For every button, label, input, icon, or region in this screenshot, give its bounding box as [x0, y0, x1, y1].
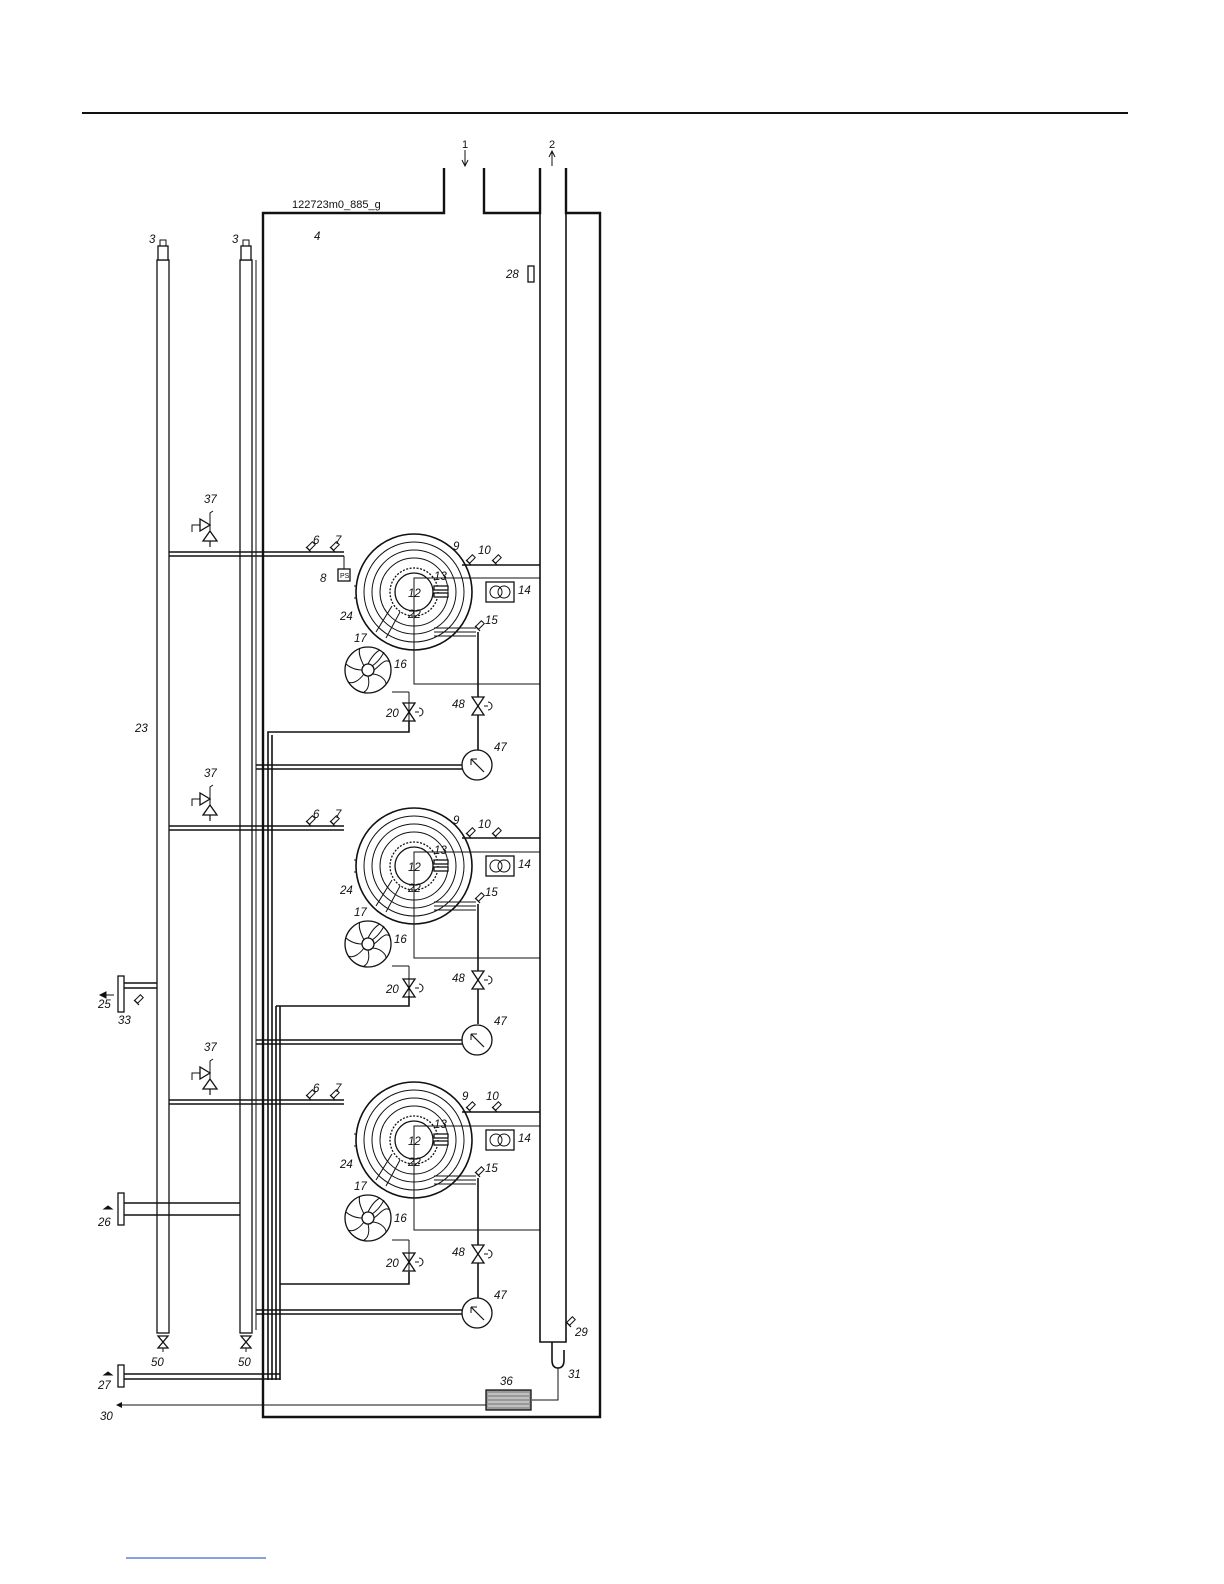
label-20: 20: [385, 708, 399, 720]
label-6: 6: [313, 1083, 320, 1095]
label-22: 22: [407, 609, 421, 621]
sensor-28: [528, 266, 534, 282]
label-7: 7: [335, 1083, 342, 1095]
label-14: 14: [518, 1133, 531, 1145]
return-pipe: [240, 260, 252, 1333]
label-7: 7: [335, 809, 342, 821]
label-47: 47: [494, 1290, 507, 1302]
label-9: 9: [453, 541, 460, 553]
label-14: 14: [518, 859, 531, 871]
label-17: 17: [354, 1181, 367, 1193]
label-28: 28: [505, 269, 519, 281]
label-12: 12: [408, 862, 421, 874]
label-7: 7: [335, 535, 342, 547]
label-air-vent: 3: [232, 234, 239, 246]
label-inlet: 1: [462, 139, 468, 151]
drawing-code: 122723m0_885_g: [292, 199, 381, 211]
label-outlet: 2: [549, 139, 555, 151]
label-37: 37: [204, 1042, 217, 1054]
label-37: 37: [204, 494, 217, 506]
label-12: 12: [408, 588, 421, 600]
header-pipe-23: [157, 260, 169, 1333]
label-10: 10: [486, 1091, 499, 1103]
drain-valve-icon: [158, 1336, 168, 1352]
label-22: 22: [407, 1157, 421, 1169]
label-9: 9: [453, 815, 460, 827]
label-50: 50: [151, 1357, 164, 1369]
label-12: 12: [408, 1136, 421, 1148]
label-50: 50: [238, 1357, 251, 1369]
ps-symbol: PS: [340, 573, 350, 580]
label-13: 13: [434, 845, 447, 857]
label-33: 33: [118, 1015, 131, 1027]
label-47: 47: [494, 1016, 507, 1028]
label-48: 48: [452, 699, 465, 711]
label-header-pipe: 23: [134, 723, 148, 735]
label-16: 16: [394, 1213, 407, 1225]
label-30: 30: [100, 1411, 113, 1423]
label-47: 47: [494, 742, 507, 754]
label-6: 6: [313, 535, 320, 547]
label-20: 20: [385, 1258, 399, 1270]
label-13: 13: [434, 571, 447, 583]
label-air-vent: 3: [149, 234, 156, 246]
label-27: 27: [97, 1380, 111, 1392]
connection-26: [104, 260, 240, 1225]
drain-valve-icon: [241, 1336, 251, 1352]
label-16: 16: [394, 934, 407, 946]
label-9: 9: [462, 1091, 469, 1103]
label-10: 10: [478, 545, 491, 557]
label-13: 13: [434, 1119, 447, 1131]
label-15: 15: [485, 1163, 498, 1175]
label-37: 37: [204, 768, 217, 780]
label-14: 14: [518, 585, 531, 597]
label-24: 24: [339, 885, 353, 897]
label-15: 15: [485, 887, 498, 899]
label-10: 10: [478, 819, 491, 831]
label-29: 29: [574, 1327, 588, 1339]
label-24: 24: [339, 1159, 353, 1171]
label-24: 24: [339, 611, 353, 623]
label-6: 6: [313, 809, 320, 821]
label-48: 48: [452, 973, 465, 985]
label-17: 17: [354, 907, 367, 919]
label-16: 16: [394, 659, 407, 671]
neutralizer-box: [486, 1390, 531, 1410]
connection-27: [104, 1365, 280, 1387]
air-vent-icon: [158, 240, 168, 260]
label-15: 15: [485, 615, 498, 627]
label-26: 26: [97, 1217, 111, 1229]
label-20: 20: [385, 984, 399, 996]
air-vent-icon: [241, 240, 251, 260]
label-8: 8: [320, 573, 327, 585]
label-48: 48: [452, 1247, 465, 1259]
label-25: 25: [97, 999, 111, 1011]
label-cabinet: 4: [314, 231, 320, 243]
label-22: 22: [407, 883, 421, 895]
label-31: 31: [568, 1369, 581, 1381]
label-17: 17: [354, 633, 367, 645]
label-36: 36: [500, 1376, 513, 1388]
